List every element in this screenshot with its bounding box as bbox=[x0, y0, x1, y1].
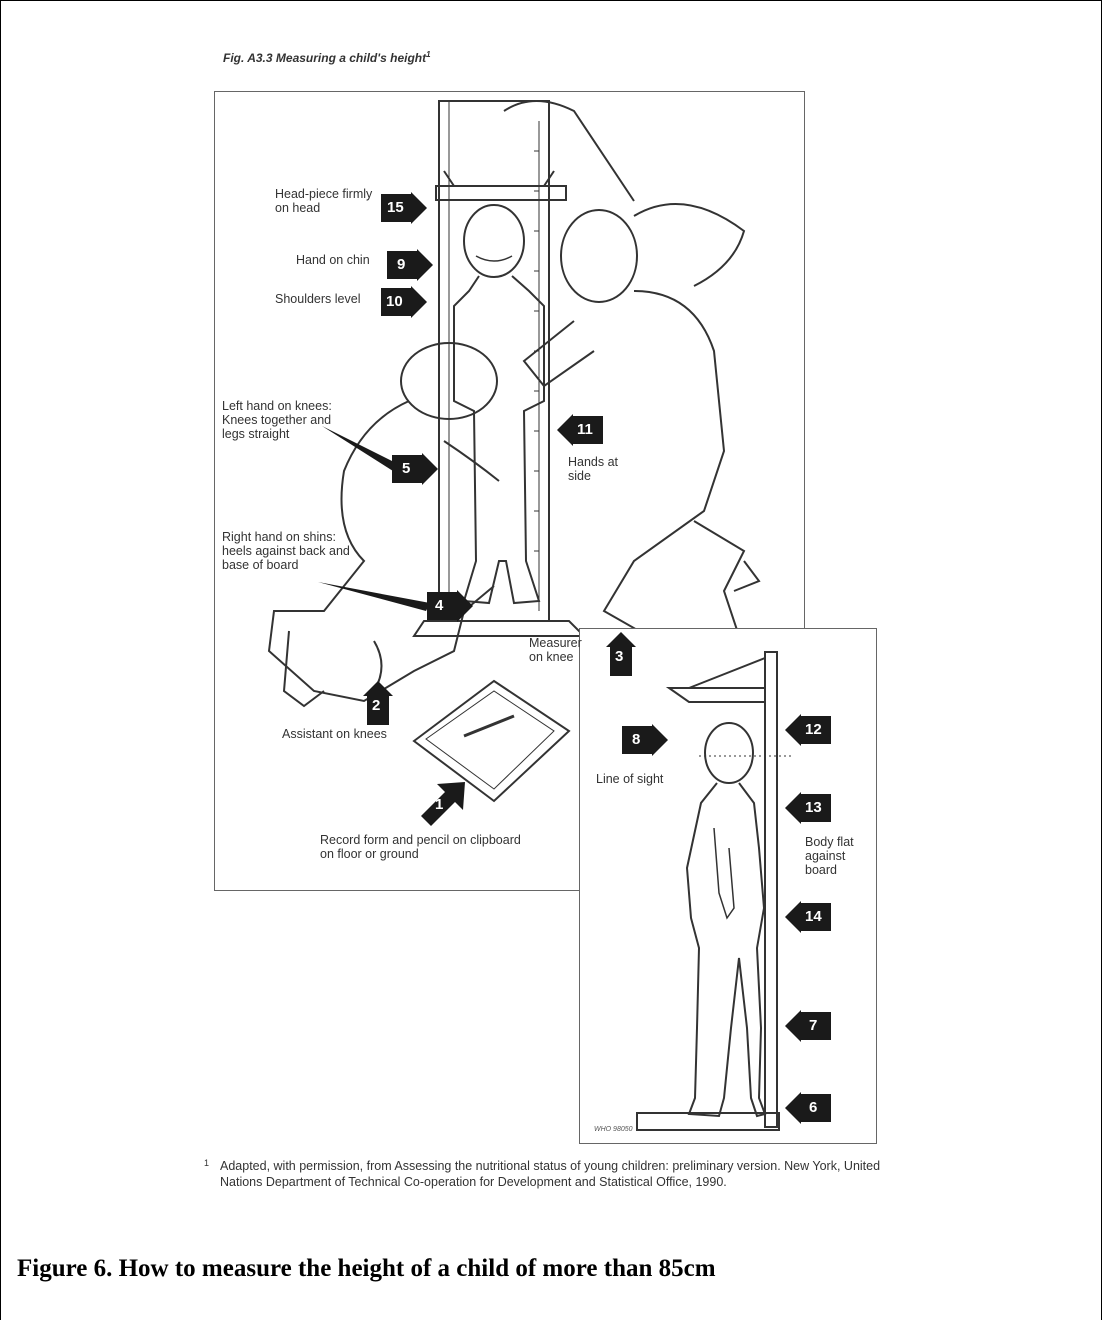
badge-1-number: 1 bbox=[435, 796, 443, 813]
badge-12-left-arrow: 12 bbox=[785, 714, 831, 746]
footnote: 1 Adapted, with permission, from Assessi… bbox=[204, 1158, 924, 1190]
badge-13-number: 13 bbox=[805, 799, 822, 816]
badge-3-number: 3 bbox=[615, 648, 623, 665]
badge-14-left-arrow: 14 bbox=[785, 901, 831, 933]
badge-7-number: 7 bbox=[809, 1017, 817, 1034]
badge-6-number: 6 bbox=[809, 1099, 817, 1116]
badge-2-up-arrow: 2 bbox=[363, 681, 393, 725]
badge-7-left-arrow: 7 bbox=[785, 1010, 831, 1042]
badge-12-number: 12 bbox=[805, 721, 822, 738]
badge-11-number: 11 bbox=[577, 421, 593, 438]
badge-15-number: 15 bbox=[387, 199, 404, 216]
badge-10-number: 10 bbox=[386, 293, 403, 310]
badge-15-right-arrow: 15 bbox=[381, 192, 427, 224]
badge-4-pointer: 4 bbox=[427, 590, 473, 622]
pointer-to-badge-4 bbox=[318, 582, 430, 611]
figure-caption: Figure 6. How to measure the height of a… bbox=[17, 1255, 716, 1283]
badge-9-right-arrow: 9 bbox=[387, 249, 433, 281]
badge-8-number: 8 bbox=[632, 731, 640, 748]
badge-4-number: 4 bbox=[435, 597, 443, 614]
badge-14-number: 14 bbox=[805, 908, 822, 925]
badge-5-pointer: 5 bbox=[392, 453, 438, 485]
badge-11-left-arrow: 11 bbox=[557, 414, 603, 446]
badge-2-number: 2 bbox=[372, 697, 380, 714]
footnote-mark: 1 bbox=[204, 1155, 209, 1171]
badge-3-up-arrow: 3 bbox=[606, 632, 636, 676]
badge-1-diagonal-arrow: 1 bbox=[421, 782, 465, 826]
badge-10-right-arrow: 10 bbox=[381, 286, 427, 318]
badge-5-number: 5 bbox=[402, 460, 410, 477]
badge-6-left-arrow: 6 bbox=[785, 1092, 831, 1124]
footnote-text: Adapted, with permission, from Assessing… bbox=[204, 1158, 924, 1190]
badge-13-left-arrow: 13 bbox=[785, 792, 831, 824]
badge-8-right-arrow: 8 bbox=[622, 724, 668, 756]
badge-9-number: 9 bbox=[397, 256, 405, 273]
